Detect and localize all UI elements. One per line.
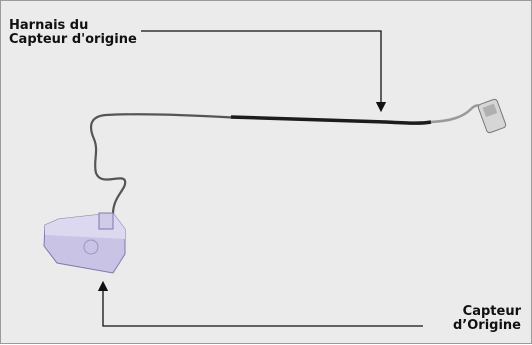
sensor-label-line2: d’Origine (453, 318, 521, 333)
original-sensor (43, 212, 126, 274)
callout-line-harness (129, 30, 387, 113)
harness-label-line2: Capteur d'origine (9, 32, 137, 47)
sensor-label: Capteur d’Origine (449, 305, 521, 333)
harness-connector (477, 98, 507, 134)
connector-lead (430, 104, 487, 124)
harness-label-line1: Harnais du (9, 18, 89, 33)
sensor-label-line1: Capteur (462, 304, 521, 319)
sensor-cable-thin (89, 113, 242, 215)
harness-label: Harnais du Capteur d'origine (9, 19, 141, 47)
harness-cable (230, 115, 432, 125)
callout-line-sensor (97, 280, 423, 327)
